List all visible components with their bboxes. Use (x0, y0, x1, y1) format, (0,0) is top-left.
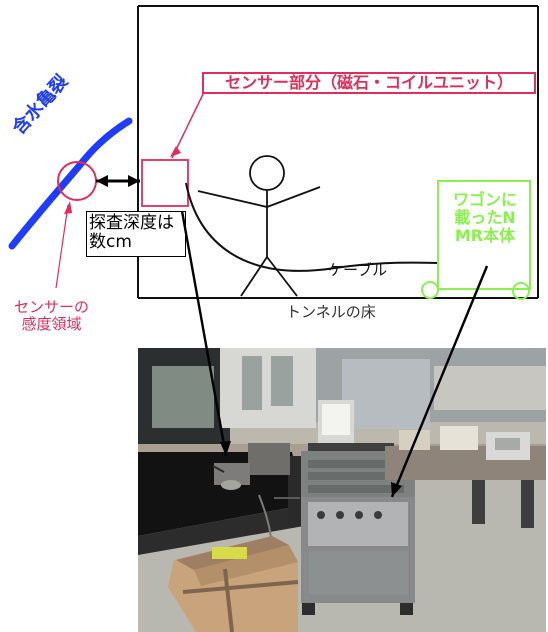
lab-photo-scene (138, 348, 546, 632)
crack-line (8, 117, 133, 250)
sensor-zone-label: センサーの 感度領域 (14, 298, 90, 334)
depth-info-line-1: 探査深度は (89, 213, 174, 233)
person-right-arm (266, 186, 321, 208)
lab-photo (138, 348, 546, 632)
wagon-right-wheel (512, 282, 530, 300)
sensor-pointer-arrow (170, 146, 181, 157)
wagon-left-wheel (421, 281, 439, 299)
wagon-label-line-1: ワゴンに (452, 190, 517, 209)
person-left-leg (240, 256, 268, 297)
left-arrow-head (96, 175, 108, 187)
wagon-label: ワゴンに 載ったN MR本体 (439, 181, 531, 290)
right-arrow-head (128, 175, 140, 187)
sensor-box (141, 159, 189, 207)
sensor-zone-line-2: 感度領域 (21, 315, 82, 334)
sensor-zone-pointer-arrow (64, 201, 72, 214)
depth-info-box: 探査深度は 数cm (86, 211, 186, 257)
sensor-zone-line-1: センサーの (14, 298, 90, 316)
tunnel-floor-label: トンネルの床 (286, 303, 376, 321)
sensor-part-label: センサー部分（磁石・コイルユニット） (202, 72, 536, 94)
wagon-label-line-3: MR本体 (454, 225, 516, 245)
wagon-label-line-2: 載ったN (454, 207, 516, 227)
person-right-leg (266, 256, 298, 297)
person-head (249, 155, 285, 191)
cable-label: ケーブル (328, 261, 388, 279)
depth-info-line-2: 数cm (89, 232, 132, 253)
sensor-pointer-line (171, 87, 207, 159)
person-left-arm (197, 190, 268, 208)
sensor-zone-pointer-line (55, 204, 69, 289)
